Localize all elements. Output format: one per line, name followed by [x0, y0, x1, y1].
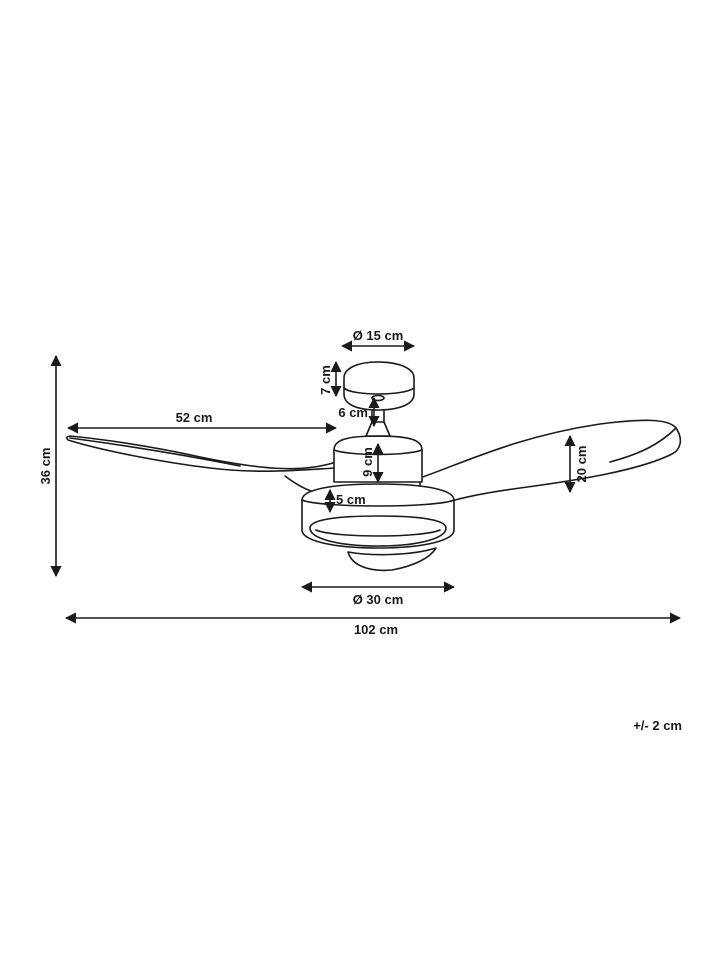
left-blade — [65, 435, 337, 472]
light-diffuser — [309, 515, 447, 547]
motor-height-label: 9 cm — [360, 447, 375, 477]
downrod-length-label: 6 cm — [338, 405, 368, 420]
bottom-cap — [347, 547, 437, 572]
total-height-label: 36 cm — [38, 448, 53, 485]
right-blade — [419, 419, 682, 501]
total-span-label: 102 cm — [354, 622, 398, 637]
canopy-diameter-label: Ø 15 cm — [353, 328, 404, 343]
blade-width-label: 20 cm — [574, 446, 589, 483]
canopy — [343, 361, 415, 411]
light-diameter-label: Ø 30 cm — [353, 592, 404, 607]
tolerance-note: +/- 2 cm — [633, 718, 682, 733]
blade-length-label: 52 cm — [176, 410, 213, 425]
light-height-label: 5 cm — [336, 492, 366, 507]
canopy-height-label: 7 cm — [318, 365, 333, 395]
fan-illustration — [65, 361, 682, 572]
dimension-lines: Ø 15 cm 7 cm 6 cm 9 cm 52 cm 20 cm 5 cm … — [38, 328, 682, 637]
